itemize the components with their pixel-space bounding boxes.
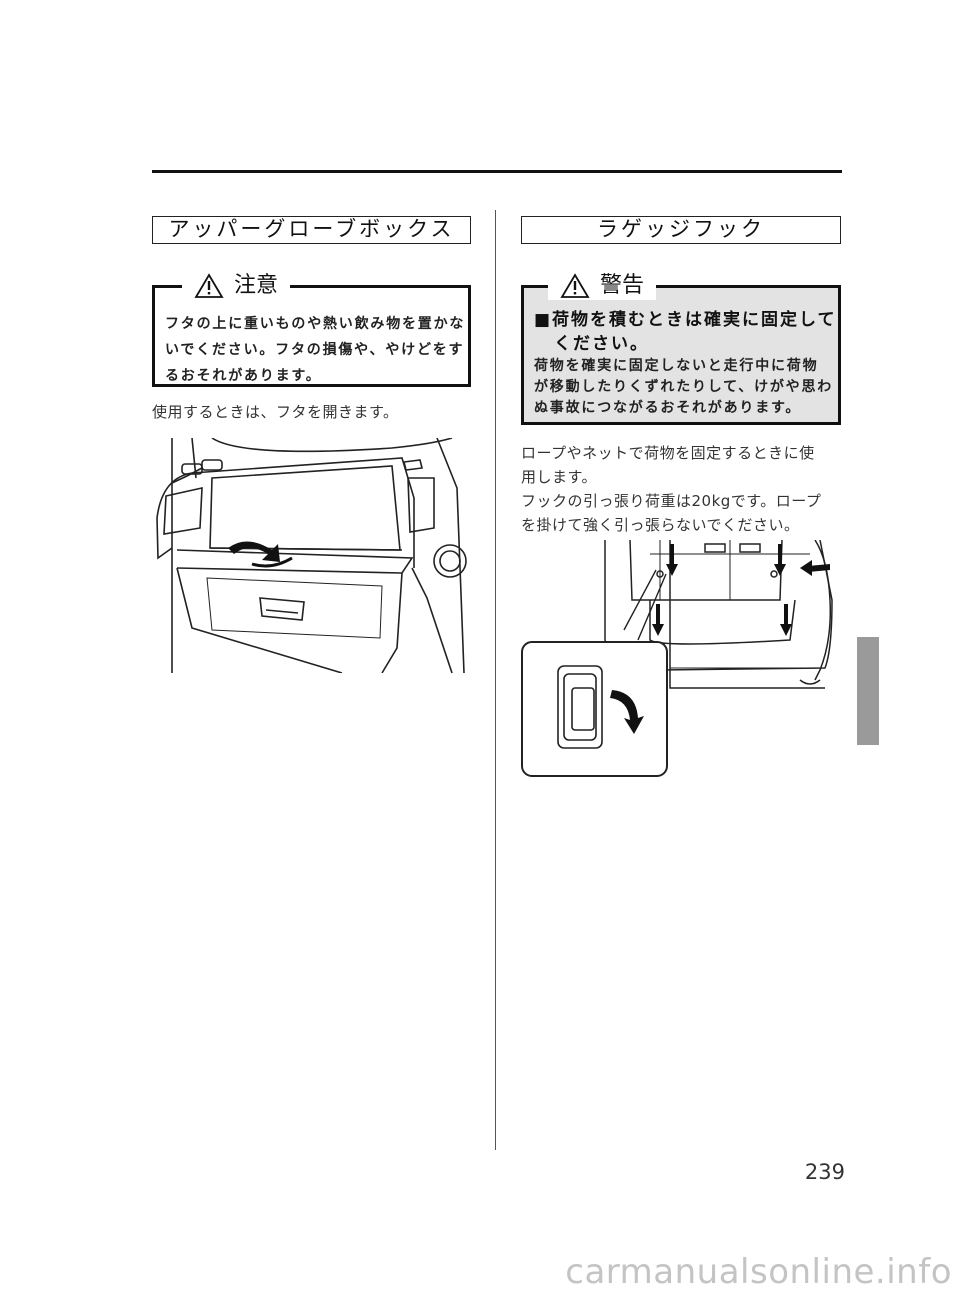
page-number: 239 (804, 1160, 845, 1184)
right-body-text: ロープやネットで荷物を固定するときに使 用します。 フックの引っ張り荷重は20k… (521, 444, 822, 534)
column-divider (495, 210, 496, 1150)
section-title-upper-glovebox: アッパーグローブボックス (152, 216, 471, 244)
top-rule (152, 170, 842, 173)
section-title-luggage-hook: ラゲッジフック (521, 216, 841, 244)
caution-text: フタの上に重いものや熱い飲み物を置かな いでください。フタの損傷や、やけどをす … (165, 316, 466, 384)
warning-heading: ■荷物を積むときは確実に固定して ください。 (534, 310, 837, 354)
chapter-thumb-tab (857, 637, 879, 745)
warning-text: 荷物を確実に固定しないと走行中に荷物 が移動したりくずれたりして、けがや思わ ぬ… (534, 358, 834, 416)
warning-label: 警告 (548, 272, 657, 300)
watermark: carmanualsonline.info (565, 1252, 952, 1292)
caution-label: 注意 (182, 272, 291, 300)
warning-triangle-icon (560, 273, 590, 298)
left-body-text: 使用するときは、フタを開きます。 (152, 403, 399, 421)
caution-triangle-icon (194, 273, 224, 298)
caution-box: フタの上に重いものや熱い飲み物を置かな いでください。フタの損傷や、やけどをす … (152, 285, 471, 387)
glovebox-illustration (156, 438, 467, 673)
warning-box: ■荷物を積むときは確実に固定して ください。 荷物を確実に固定しないと走行中に荷… (521, 285, 841, 425)
luggage-hook-illustration (521, 540, 833, 777)
